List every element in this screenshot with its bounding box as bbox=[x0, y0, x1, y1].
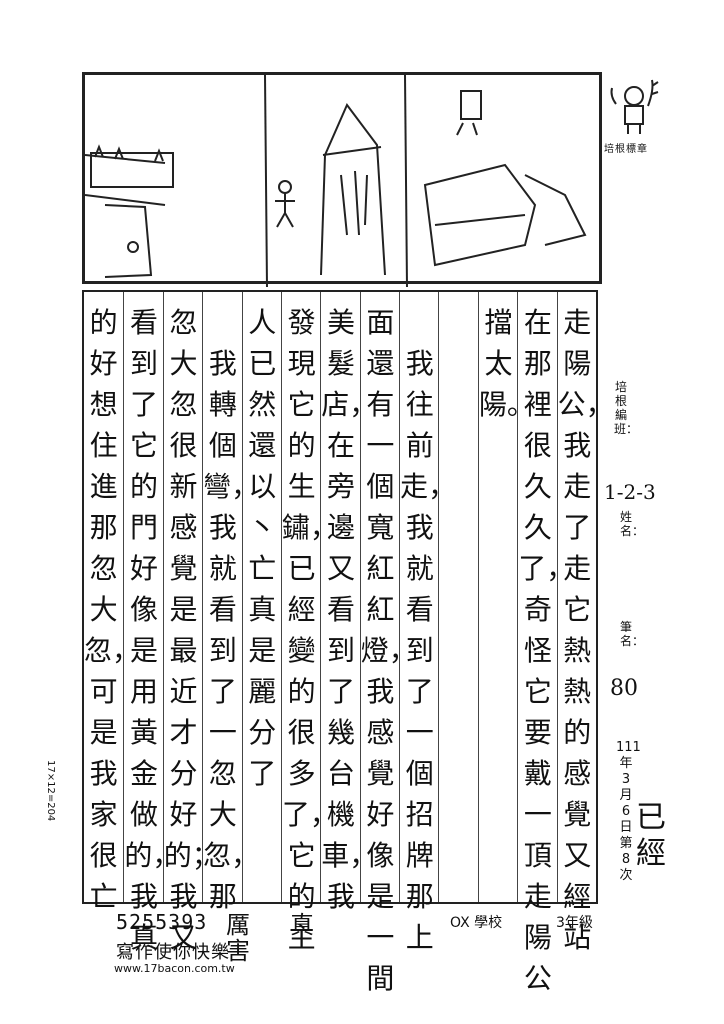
date-month-unit: 月 bbox=[619, 788, 633, 803]
school-label: OX 學校 bbox=[450, 915, 503, 931]
essay-column: 發現它的生鏽，已經變的很多了，它的主 bbox=[280, 292, 338, 954]
date-month: 3 bbox=[621, 772, 631, 787]
essay-column-text: 走陽公，我走了走它熱熱的感覺又經站 bbox=[557, 306, 614, 954]
date-day-unit: 日 bbox=[619, 820, 633, 835]
essay-column: 人已然還以丶亡真是麗分了 bbox=[241, 292, 282, 902]
date-block: 111 年 3 月 6 日 第 8 次 bbox=[616, 740, 641, 884]
essay-column bbox=[438, 292, 478, 902]
essay-column-text: 發現它的生鏽，已經變的很多了，它的主 bbox=[281, 306, 338, 954]
date-year: 111 bbox=[616, 740, 641, 755]
essay-column-text: 美髮店，在旁邊又看到了幾台機車，我 bbox=[321, 306, 378, 913]
teacher-review-mark: 已經 bbox=[636, 800, 666, 871]
essay-column-text: 的好想住進那忽大忽，可是我家很亡 bbox=[84, 306, 141, 913]
essay-column: 的好想住進那忽大忽，可是我家很亡 bbox=[84, 292, 140, 913]
essay-column: 面還有一個寬紅紅燈，我感覺好像是一間 bbox=[359, 292, 417, 995]
essay-column: 走陽公，我走了走它熱熱的感覺又經站 bbox=[556, 292, 614, 954]
brand-slogan: 寫作使你快樂 bbox=[116, 942, 230, 963]
teacher-comment-1: 厲害 bbox=[226, 911, 250, 965]
essay-column-text: 我往前走，我就看到了一個招牌那上 bbox=[400, 306, 457, 954]
grade-label: 3年級 bbox=[556, 915, 593, 931]
essay-column-text: 忽大忽很新感覺是最近才分好的；我又 bbox=[163, 306, 220, 954]
pen-name-label: 筆名： bbox=[620, 620, 645, 648]
pen-name-value: 80 bbox=[610, 676, 638, 701]
teacher-comment-2: 真 bbox=[290, 911, 314, 939]
essay-column: 我轉個彎，我就看到了一忽大忽，那 bbox=[202, 292, 259, 913]
date-year-unit: 年 bbox=[619, 756, 633, 771]
count-label: 第 bbox=[619, 836, 633, 851]
essay-column: 我往前走，我就看到了一個招牌那上 bbox=[399, 292, 456, 954]
child-drawing bbox=[82, 72, 602, 287]
essay-column: 在那裡很久久了，奇怪它要戴一頂走陽公 bbox=[517, 292, 574, 995]
essay-column: 擋太陽。 bbox=[477, 292, 535, 902]
student-id: 5255393 bbox=[116, 910, 208, 934]
essay-column-text: 我轉個彎，我就看到了一忽大忽，那 bbox=[203, 306, 260, 913]
count-unit: 次 bbox=[619, 868, 633, 883]
essay-grid: 走陽公，我走了走它熱熱的感覺又經站在那裡很久久了，奇怪它要戴一頂走陽公擋太陽。 … bbox=[82, 290, 614, 995]
class-code: 1-2-3 bbox=[604, 480, 656, 504]
class-label: 培根編班： bbox=[614, 380, 639, 436]
essay-column-text: 人已然還以丶亡真是麗分了 bbox=[248, 306, 277, 790]
kid-with-plant-icon bbox=[608, 76, 660, 136]
grid-size-code: 17×12=204 bbox=[45, 760, 56, 822]
essay-column-text: 面還有一個寬紅紅燈，我感覺好像是一間 bbox=[360, 306, 417, 995]
date-day: 6 bbox=[621, 804, 631, 819]
essay-column: 看到了它的門好像是用黃金做的，我真 bbox=[123, 292, 180, 954]
count-value: 8 bbox=[621, 852, 631, 867]
essay-column-text: 在那裡很久久了，奇怪它要戴一頂走陽公 bbox=[518, 306, 575, 995]
essay-column: 美髮店，在旁邊又看到了幾台機車，我 bbox=[320, 292, 377, 913]
name-label: 姓名： bbox=[620, 510, 645, 538]
brand-url: www.17bacon.com.tw bbox=[114, 962, 235, 975]
drawing-sketch bbox=[85, 75, 587, 287]
essay-column-text: 擋太陽。 bbox=[478, 306, 535, 421]
essay-column-text: 看到了它的門好像是用黃金做的，我真 bbox=[124, 306, 181, 954]
essay-column: 忽大忽很新感覺是最近才分好的；我又 bbox=[162, 292, 220, 954]
logo-caption: 培根標章 bbox=[604, 144, 648, 155]
